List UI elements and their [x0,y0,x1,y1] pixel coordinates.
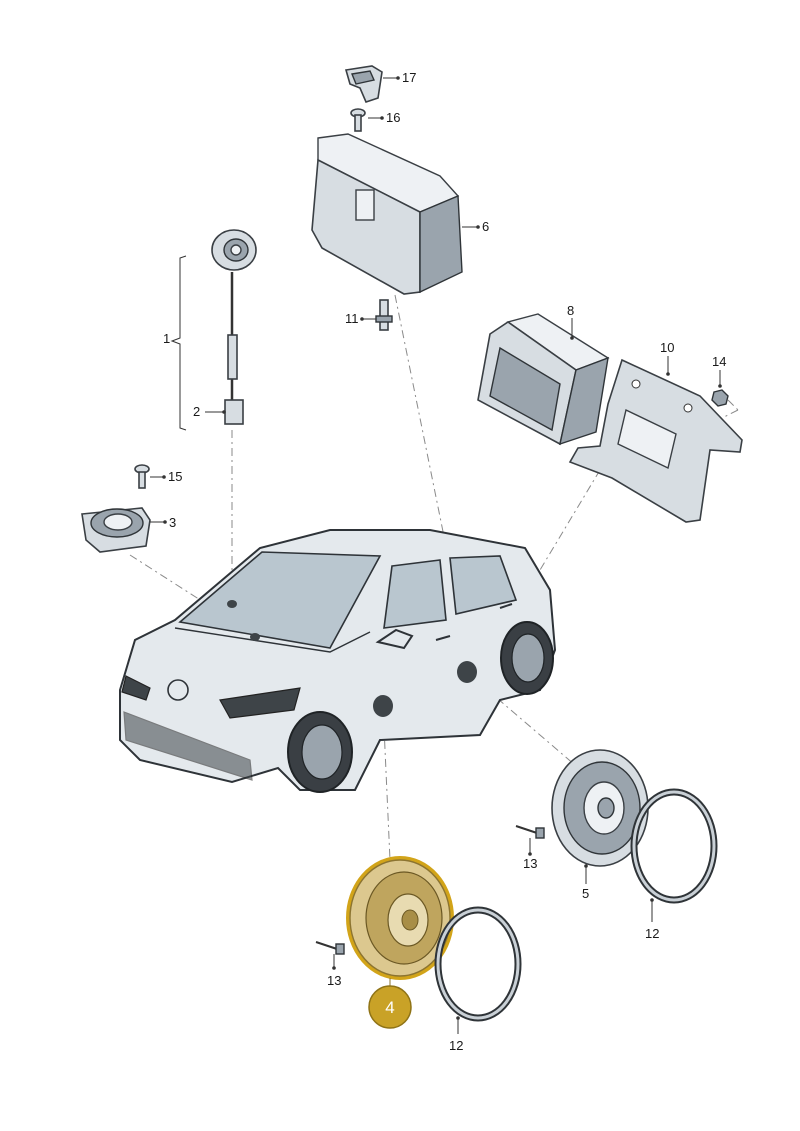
part-17-bracket: 17 [344,65,416,103]
label-3: 3 [169,515,176,530]
part-13-rivet-lower: 13 [315,941,345,988]
part-13-rivet-upper: 13 [515,825,545,871]
label-13b: 13 [327,973,341,988]
label-17: 17 [402,70,416,85]
label-8: 8 [567,303,574,318]
part-16-screw: 16 [350,108,400,132]
label-5: 5 [582,886,589,901]
part-15-screw: 15 [134,464,182,489]
label-4: 4 [385,998,394,1017]
part-3-small-speaker: 3 [81,507,176,553]
car-body [119,529,557,793]
part-12-ring-upper: 12 [630,788,718,941]
label-12a: 12 [645,926,659,941]
part-14-nut: 14 [711,354,729,407]
label-2: 2 [193,404,200,419]
part-4-door-speaker-highlighted[interactable]: 4 [346,856,454,1029]
part-6-control-unit: 6 [311,133,489,295]
label-16: 16 [386,110,400,125]
part-8-amplifier: 8 [477,303,610,446]
part-10-bracket: 10 [568,340,743,523]
label-4-badge[interactable] [368,985,412,1029]
label-15: 15 [168,469,182,484]
label-14: 14 [712,354,726,369]
part-11-bolt: 11 [345,299,393,331]
label-13a: 13 [523,856,537,871]
label-12b: 12 [449,1038,463,1053]
part-5-door-speaker: 5 [551,749,649,901]
label-10: 10 [660,340,674,355]
part-12-ring-lower: 12 [434,906,522,1053]
label-11: 11 [345,311,359,326]
label-1: 1 [163,331,170,346]
label-6: 6 [482,219,489,234]
part-1-tweeter-cable: 1 2 [163,229,257,431]
